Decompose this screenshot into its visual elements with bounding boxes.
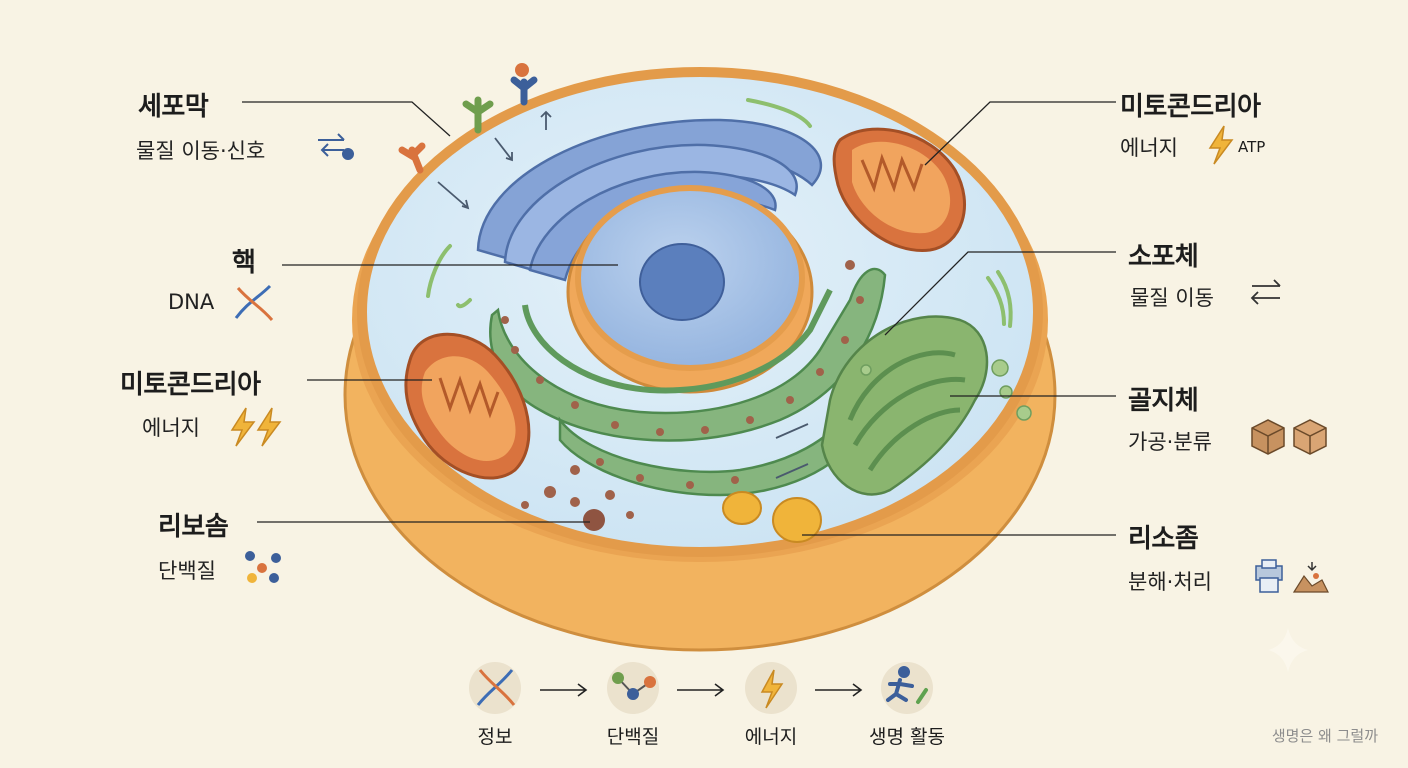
ribosome-title: 리보솜 [158,512,229,542]
mito-right-title: 미토콘드리아 [1120,92,1261,122]
lightning-icon-left [230,407,282,447]
lightning-icon-right [1208,125,1234,165]
leader-lines [242,101,1116,536]
printer-icon [1255,559,1283,593]
lysosome-desc: 분해·처리 [1128,570,1212,594]
lightning-icon [760,669,784,709]
debris-icon [1292,562,1329,593]
golgi-title: 골지체 [1128,386,1199,416]
nucleus-desc: DNA [168,290,215,314]
ribosome-dots [501,260,864,519]
cytoskeleton [426,98,1013,328]
flow-row [469,662,933,714]
atp-text: ATP [1238,138,1266,156]
flow-label-life: 생명 활동 [869,726,945,748]
lysosome-title: 리소좀 [1128,524,1199,554]
golgi-desc: 가공·분류 [1128,430,1212,454]
flow-label-energy: 에너지 [744,726,798,748]
flow-label-info: 정보 [477,726,513,748]
sparkle-icon [1268,628,1308,672]
ribosome-large [583,509,605,531]
double-arrow-icon [1250,279,1281,305]
exchange-icon [318,133,354,160]
nucleus [566,185,814,394]
dna-icon [476,669,516,706]
nucleus-title: 핵 [232,248,256,278]
mito-right-desc: 에너지 [1120,136,1178,160]
mito-left-desc: 에너지 [142,416,200,440]
lysosomes [722,491,822,543]
molecule-icon [612,672,656,700]
box-icon [1251,419,1327,455]
runner-icon [886,666,928,704]
dna-icon-nucleus [234,284,274,321]
vesicle-title: 소포체 [1128,242,1199,272]
golgi-vesicles [860,359,1032,421]
mitochondrion-left [404,332,531,480]
membrane-title: 세포막 [138,92,209,122]
flow-label-protein: 단백질 [606,726,660,748]
membrane-desc: 물질 이동·신호 [136,139,266,163]
golgi [820,315,989,496]
membrane-receptors [398,63,538,174]
ribosome-desc: 단백질 [158,559,216,583]
watermark: 생명은 왜 그럴까 [1271,727,1378,745]
molecule-icon-ribosome [245,551,281,583]
vesicle-desc: 물질 이동 [1130,286,1214,310]
mito-left-title: 미토콘드리아 [120,370,261,400]
signal-arrows [437,110,809,479]
